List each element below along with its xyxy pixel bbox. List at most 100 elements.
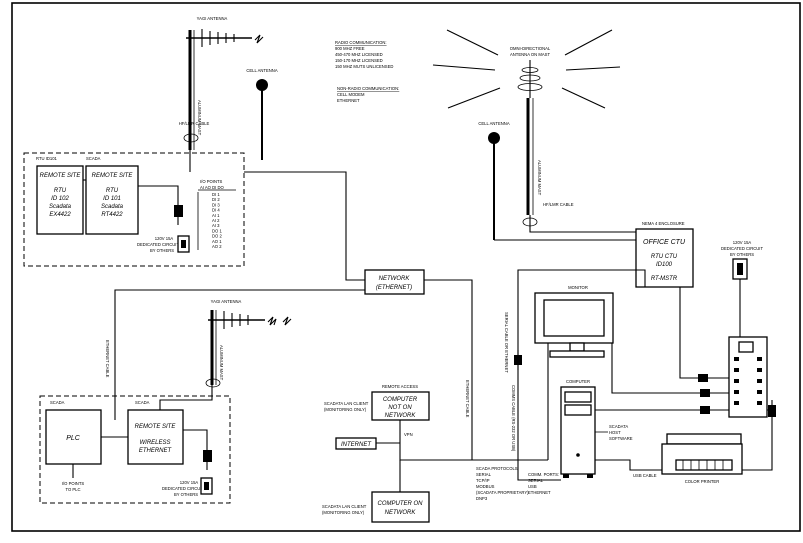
- site1-remote-a-box: [36, 165, 84, 235]
- omni-cable-label: HF/LMR CABLE: [543, 202, 574, 207]
- site1-power-l3: BY OTHERS: [150, 248, 174, 253]
- radio-notes-heading: RADIO COMMUNICATION:: [335, 40, 387, 45]
- pc-off-client-l2: (MONITORING ONLY): [324, 407, 367, 412]
- omni-mast-label: ALUMINUM MAST: [537, 160, 542, 196]
- site1-remote-a-l2: ID 102: [51, 196, 69, 202]
- wire-site2-to-pc: [399, 420, 472, 461]
- pc-off-l3: NETWORK: [385, 413, 417, 419]
- site1-mast-label: ALUMINUM MAST: [197, 100, 202, 136]
- radio-notes-l4: 150 MHZ MUTS UNLICENSED: [335, 64, 393, 69]
- nonradio-l1: CELL MODEM: [337, 92, 365, 97]
- site2-power-l1: 120V 15A: [180, 480, 199, 485]
- site1-io-row: DI 1: [212, 192, 220, 197]
- site2-yagi-elements: [223, 311, 249, 329]
- protocol-note-0: SCADA PROTOCOLS:: [476, 466, 519, 471]
- site1-cable-label: HF/LMR CABLE: [179, 121, 210, 126]
- computer-bay-2: [564, 404, 592, 416]
- printer-group: COLOR PRINTER USB CABLE: [595, 433, 743, 484]
- site1-radio-wave: [254, 34, 264, 44]
- pc-on-client-l1: SCADATA LAN CLIENT: [322, 504, 367, 509]
- nonradio-heading: NON-RADIO COMMUNICATION:: [337, 86, 399, 91]
- site1-cell-label: CELL ANTENNA: [246, 68, 277, 73]
- site1-power-l1: 120V 15A: [155, 236, 174, 241]
- radio-notes-l3: 150-170 MHZ LICENSED: [335, 58, 383, 63]
- site1-io-row: DI 3: [212, 202, 220, 207]
- remote-access-group: REMOTE ACCESS COMPUTER NOT ON NETWORK SC…: [322, 384, 430, 523]
- cell2-label: CELL ANTENNA: [478, 121, 509, 126]
- site1-io-row: DI 4: [212, 208, 220, 213]
- network-box: [364, 269, 425, 295]
- omni-coil-1: [521, 67, 539, 73]
- site1-io-row: AO 1: [212, 239, 222, 244]
- wall-plug: [768, 405, 776, 417]
- pc-on-network-box: [371, 491, 430, 523]
- protocol-note-4: (SCADATA PROPRIETARY): [476, 490, 529, 495]
- site2-radio-wave: [267, 316, 277, 326]
- scadata-sw-l2: HOST: [609, 430, 621, 435]
- wire-omni-to-ctu: [529, 215, 636, 233]
- plug-computer-head: [700, 406, 710, 414]
- vpn-label: VPN: [404, 432, 413, 437]
- site1-remote-a-title: REMOTE SITE: [40, 173, 82, 179]
- protocol-note-1: SERIAL: [476, 472, 492, 477]
- pc-off-network-box: [371, 391, 430, 421]
- site1-io-title: I/O POINTS: [200, 179, 223, 184]
- remote-access-label: REMOTE ACCESS: [382, 384, 418, 389]
- cell2-antenna: [488, 132, 500, 144]
- site2-power-l3: BY OTHERS: [174, 492, 198, 497]
- office-power-l2: DEDICATED CIRCUIT: [721, 246, 763, 251]
- office-ctu-tag: NEMA 4 ENCLOSURE: [642, 221, 685, 226]
- site1-io-row: DO 2: [212, 234, 222, 239]
- site2-io-l1: I/O POINTS: [62, 481, 85, 486]
- site1-yagi-label: YAGI ANTENNA: [197, 16, 228, 21]
- site1-remote-b-l1: RTU: [106, 188, 119, 194]
- site1-io-row: AI 3: [212, 223, 220, 228]
- site2-outlet-slot: [204, 482, 209, 490]
- wire-site1-to-network: [244, 171, 365, 281]
- plug-ctu-head: [698, 374, 708, 382]
- site1-io-list: DI 1DI 2DI 3DI 4AI 1AI 2AI 3DO 1DO 2AO 1…: [212, 192, 222, 249]
- computer-foot-l: [563, 474, 569, 478]
- comm-ports-heading: COMM. PORTS:: [528, 472, 559, 477]
- omni-label-l1: OMNI-DIRECTIONAL: [510, 46, 551, 51]
- site2-power-l2: DEDICATED CIRCUIT: [162, 486, 204, 491]
- site1-remote-a-l3: Scadata: [49, 204, 72, 210]
- radio-notes-l1: 900 MHZ FREE: [335, 46, 365, 51]
- network-l2: (ETHERNET): [376, 285, 412, 291]
- protocol-note-3: MODBUS: [476, 484, 495, 489]
- omni-radiation-lines: [432, 29, 621, 109]
- site2-mast-to-remote: [159, 385, 213, 410]
- site2-enclosure: [39, 395, 231, 504]
- site2-tag-b: SCADA: [135, 400, 150, 405]
- printer-top: [666, 433, 742, 445]
- serial-cable-label: SERIAL CABLE OR ETHERNET: [504, 312, 509, 373]
- pc-on-client-l2: (MONITORING ONLY): [322, 510, 365, 515]
- site2-tag-a: SCADA: [50, 400, 65, 405]
- pc-off-l2: NOT ON: [388, 405, 412, 411]
- monitor-screen: [543, 299, 605, 337]
- monitor-base: [549, 350, 605, 358]
- scadata-sw-l3: SOFTWARE: [609, 436, 633, 441]
- workstation-group: MONITOR COMPUTER SCADATA HOST SOFTWARE: [534, 285, 633, 478]
- pc-off-l1: COMPUTER: [383, 397, 418, 403]
- plug-monitor-head: [700, 389, 710, 397]
- site1-plug: [174, 205, 183, 217]
- comm-ports-1: SERIAL: [528, 478, 544, 483]
- radio-notes: RADIO COMMUNICATION: 900 MHZ FREE 450-47…: [335, 40, 399, 103]
- site1-tag-b: SCADA: [86, 156, 101, 161]
- site2-plug-cord: [183, 429, 208, 450]
- comm-cable-label: COMMS CABLE (RS-232 OR USB): [511, 385, 516, 452]
- omni-label-l2: ANTENNA ON MAST: [510, 52, 550, 57]
- network-group: NETWORK (ETHERNET): [364, 269, 425, 295]
- site1-io-row: DI 2: [212, 197, 220, 202]
- usb-cable-label: USB CABLE: [633, 473, 657, 478]
- network-l1: NETWORK: [379, 276, 411, 282]
- site1-io-row: AI 2: [212, 218, 220, 223]
- site1-io-row: AO 2: [212, 244, 222, 249]
- power-strip-outlets: [734, 357, 762, 405]
- site1-remote-b-title: REMOTE SITE: [92, 173, 134, 179]
- computer-bay-1: [564, 391, 592, 403]
- printer-label: COLOR PRINTER: [685, 479, 719, 484]
- site2-remote-title: REMOTE SITE: [135, 424, 177, 430]
- computer-label: COMPUTER: [566, 379, 590, 384]
